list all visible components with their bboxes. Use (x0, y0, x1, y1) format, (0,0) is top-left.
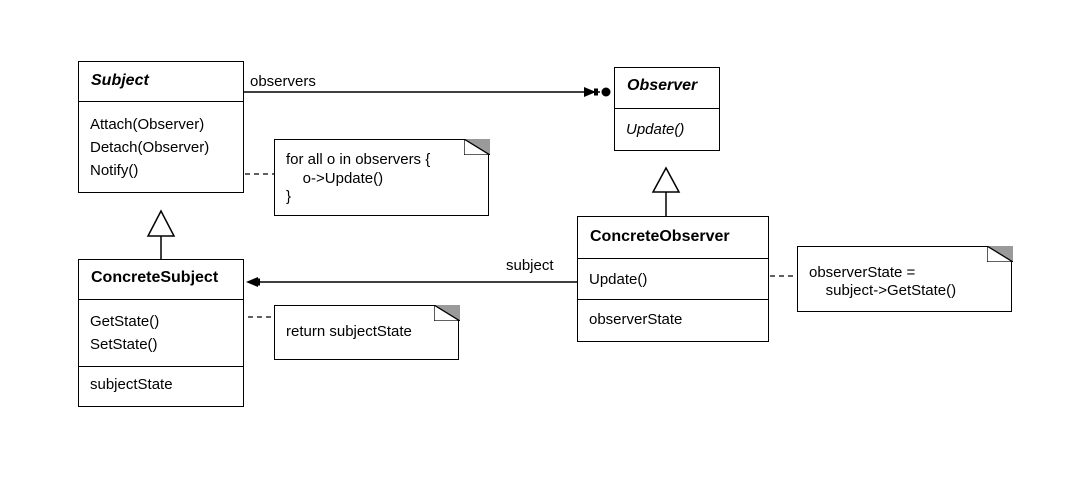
note-fold-icon (986, 245, 1013, 262)
concrete-subject-attributes: subjectState (79, 366, 243, 396)
observer-operations: Update() (615, 108, 719, 141)
subject-inheritance-triangle (146, 209, 176, 237)
subject-name-section: Subject (79, 62, 243, 101)
subject-operation: Notify() (90, 162, 139, 179)
observer-name-section: Observer (615, 68, 719, 108)
observers-multiplicity-bar (594, 88, 598, 96)
note-fold-icon (433, 304, 460, 321)
concrete-subject-operation: GetState() (90, 313, 160, 330)
subject-operation: Detach(Observer) (90, 139, 210, 156)
notify-note-line: for all o in observers { (286, 151, 431, 168)
concrete-subject-name-section: ConcreteSubject (79, 260, 243, 299)
concrete-observer-class-name: ConcreteObserver (590, 228, 730, 245)
update-note: observerState = subject->GetState() (797, 245, 1013, 312)
observers-association-label: observers (250, 73, 316, 90)
subject-class-name: Subject (91, 72, 149, 89)
observer-class-name: Observer (627, 77, 698, 94)
subject-operations: Attach(Observer) Detach(Observer) Notify… (79, 101, 243, 182)
concrete-subject-operation: SetState() (90, 336, 158, 353)
concrete-subject-attribute: subjectState (90, 376, 173, 393)
update-note-line: observerState = (809, 264, 916, 281)
subject-class[interactable]: Subject Attach(Observer) Detach(Observer… (78, 61, 244, 193)
subject-arrowhead (246, 277, 258, 287)
subject-operation: Attach(Observer) (90, 116, 205, 133)
update-note-line: subject->GetState() (809, 282, 957, 299)
concrete-subject-operations: GetState() SetState() (79, 299, 243, 366)
concrete-observer-name-section: ConcreteObserver (578, 217, 768, 258)
getstate-note: return subjectState (274, 304, 460, 360)
observer-inheritance-triangle (651, 166, 681, 193)
concrete-observer-operation: Update() (589, 271, 648, 288)
observers-arrowhead (584, 87, 596, 97)
notify-note-line: } (286, 188, 292, 205)
concrete-subject-class-name: ConcreteSubject (91, 269, 219, 286)
notify-note-line: o->Update() (286, 170, 384, 187)
getstate-note-line: return subjectState (286, 323, 412, 340)
observers-many-dot (601, 87, 611, 97)
subject-multiplicity-bar (256, 278, 260, 286)
concrete-subject-class[interactable]: ConcreteSubject GetState() SetState() su… (78, 259, 244, 407)
concrete-observer-attributes: observerState (578, 299, 768, 331)
concrete-observer-operations: Update() (578, 258, 768, 299)
subject-association-label: subject (506, 257, 554, 274)
observer-class[interactable]: Observer Update() (614, 67, 720, 151)
notify-note: for all o in observers { o->Update() } (274, 138, 490, 216)
note-fold-icon (463, 138, 490, 155)
observer-operation: Update() (626, 121, 685, 138)
concrete-observer-class[interactable]: ConcreteObserver Update() observerState (577, 216, 769, 342)
concrete-observer-attribute: observerState (589, 311, 683, 328)
